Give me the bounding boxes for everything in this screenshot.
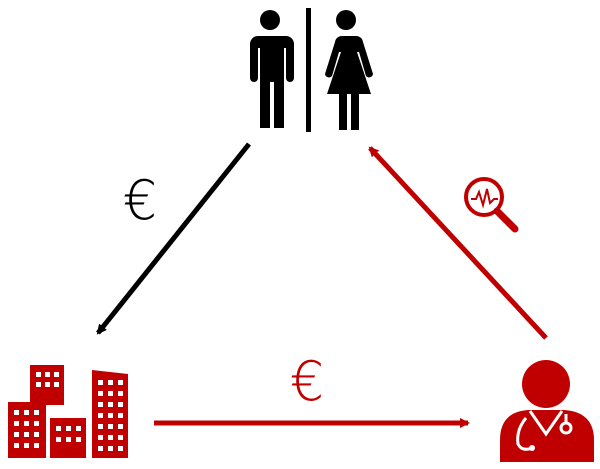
arrow-doctor-to-people bbox=[368, 146, 548, 340]
health-analysis-icon bbox=[464, 177, 519, 233]
arrow-people-to-buildings bbox=[96, 142, 251, 335]
divider-line bbox=[306, 8, 311, 132]
doctor-icon bbox=[500, 360, 594, 462]
woman-icon bbox=[325, 10, 373, 130]
bottom-euro-label: € bbox=[290, 350, 324, 413]
left-euro-label: € bbox=[123, 169, 157, 232]
buildings-icon bbox=[8, 365, 128, 458]
people-icon-group bbox=[250, 8, 373, 132]
man-icon bbox=[250, 10, 294, 128]
